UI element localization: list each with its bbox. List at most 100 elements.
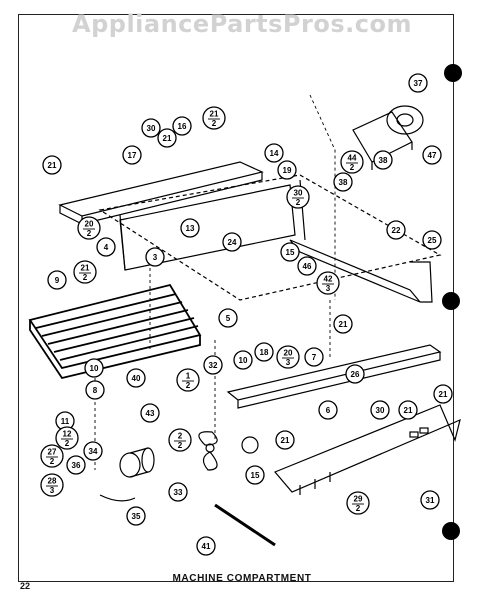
svg-text:1: 1 xyxy=(186,372,191,381)
callout-42-3: 423 xyxy=(316,271,340,295)
svg-text:16: 16 xyxy=(178,122,187,131)
svg-text:2: 2 xyxy=(65,439,70,448)
binder-hole-middle xyxy=(442,292,460,310)
binder-hole-bottom xyxy=(442,522,460,540)
callout-25: 25 xyxy=(422,230,442,250)
svg-text:41: 41 xyxy=(202,542,211,551)
callout-29-2: 292 xyxy=(346,491,370,515)
callout-14: 14 xyxy=(264,143,284,163)
svg-text:21: 21 xyxy=(48,161,57,170)
callout-5: 5 xyxy=(218,308,238,328)
svg-text:2: 2 xyxy=(50,457,55,466)
lower-rail xyxy=(226,344,442,409)
callout-10: 10 xyxy=(84,358,104,378)
svg-text:11: 11 xyxy=(61,417,70,426)
callout-46: 46 xyxy=(297,256,317,276)
svg-text:43: 43 xyxy=(146,409,155,418)
svg-text:21: 21 xyxy=(404,406,413,415)
condenser-coil xyxy=(28,283,202,380)
svg-text:13: 13 xyxy=(186,224,195,233)
svg-text:40: 40 xyxy=(132,374,141,383)
callout-9: 9 xyxy=(47,270,67,290)
svg-text:5: 5 xyxy=(226,314,231,323)
svg-text:6: 6 xyxy=(326,406,331,415)
svg-text:36: 36 xyxy=(72,461,81,470)
callout-3: 3 xyxy=(145,247,165,267)
svg-text:21: 21 xyxy=(81,264,90,273)
callout-30: 30 xyxy=(370,400,390,420)
callout-43: 43 xyxy=(140,403,160,423)
svg-text:27: 27 xyxy=(48,448,57,457)
callout-21: 21 xyxy=(333,314,353,334)
svg-text:25: 25 xyxy=(428,236,437,245)
svg-text:10: 10 xyxy=(90,364,99,373)
svg-text:7: 7 xyxy=(312,353,317,362)
svg-text:31: 31 xyxy=(426,496,435,505)
svg-text:34: 34 xyxy=(89,447,98,456)
svg-text:38: 38 xyxy=(379,156,388,165)
callout-21-2: 212 xyxy=(73,260,97,284)
callout-1-2: 12 xyxy=(176,368,200,392)
svg-text:37: 37 xyxy=(414,79,423,88)
callout-33: 33 xyxy=(168,482,188,502)
callout-44-2: 442 xyxy=(340,150,364,174)
callout-2-2: 22 xyxy=(168,428,192,452)
callout-7: 7 xyxy=(304,347,324,367)
callout-20-3: 203 xyxy=(276,345,300,369)
svg-text:2: 2 xyxy=(350,163,355,172)
callout-31: 31 xyxy=(420,490,440,510)
fan-motor xyxy=(119,447,155,478)
wire-harness xyxy=(214,503,276,547)
svg-text:46: 46 xyxy=(303,262,312,271)
callout-24: 24 xyxy=(222,232,242,252)
svg-text:2: 2 xyxy=(178,432,183,441)
svg-text:38: 38 xyxy=(339,178,348,187)
svg-text:20: 20 xyxy=(284,349,293,358)
svg-text:15: 15 xyxy=(251,471,260,480)
fan-blade xyxy=(198,431,218,471)
callout-30-2: 302 xyxy=(286,185,310,209)
svg-text:33: 33 xyxy=(174,488,183,497)
callout-13: 13 xyxy=(180,218,200,238)
callout-26: 26 xyxy=(345,364,365,384)
callout-19: 19 xyxy=(277,160,297,180)
svg-text:9: 9 xyxy=(55,276,60,285)
svg-text:3: 3 xyxy=(286,358,291,367)
svg-text:2: 2 xyxy=(83,273,88,282)
svg-text:8: 8 xyxy=(93,386,98,395)
callout-21: 21 xyxy=(433,384,453,404)
svg-text:18: 18 xyxy=(260,348,269,357)
svg-text:35: 35 xyxy=(132,512,141,521)
page-number: 22 xyxy=(20,581,31,591)
top-cross-rail xyxy=(58,161,264,225)
svg-text:29: 29 xyxy=(354,495,363,504)
svg-text:21: 21 xyxy=(339,320,348,329)
svg-text:2: 2 xyxy=(186,381,191,390)
svg-text:20: 20 xyxy=(85,220,94,229)
svg-text:2: 2 xyxy=(296,198,301,207)
svg-text:30: 30 xyxy=(294,189,303,198)
page-frame xyxy=(18,14,454,582)
callout-41: 41 xyxy=(196,536,216,556)
svg-text:15: 15 xyxy=(286,248,295,257)
callout-21-2: 212 xyxy=(202,106,226,130)
callout-21: 21 xyxy=(398,400,418,420)
callout-20-2: 202 xyxy=(77,216,101,240)
callout-15: 15 xyxy=(280,242,300,262)
callout-17: 17 xyxy=(122,145,142,165)
svg-text:3: 3 xyxy=(50,486,55,495)
callout-16: 16 xyxy=(172,116,192,136)
callout-21: 21 xyxy=(42,155,62,175)
svg-text:32: 32 xyxy=(209,361,218,370)
svg-text:42: 42 xyxy=(324,275,333,284)
callout-6: 6 xyxy=(318,400,338,420)
svg-text:21: 21 xyxy=(163,134,172,143)
callout-34: 34 xyxy=(83,441,103,461)
svg-text:21: 21 xyxy=(439,390,448,399)
svg-text:22: 22 xyxy=(392,226,401,235)
callout-bubbles: 37 30 16 212 21 442 38 47 21 17 14 19 30… xyxy=(40,73,453,556)
svg-text:10: 10 xyxy=(239,356,248,365)
svg-text:14: 14 xyxy=(270,149,279,158)
callout-12-2: 122 xyxy=(55,426,79,450)
svg-text:4: 4 xyxy=(104,243,109,252)
